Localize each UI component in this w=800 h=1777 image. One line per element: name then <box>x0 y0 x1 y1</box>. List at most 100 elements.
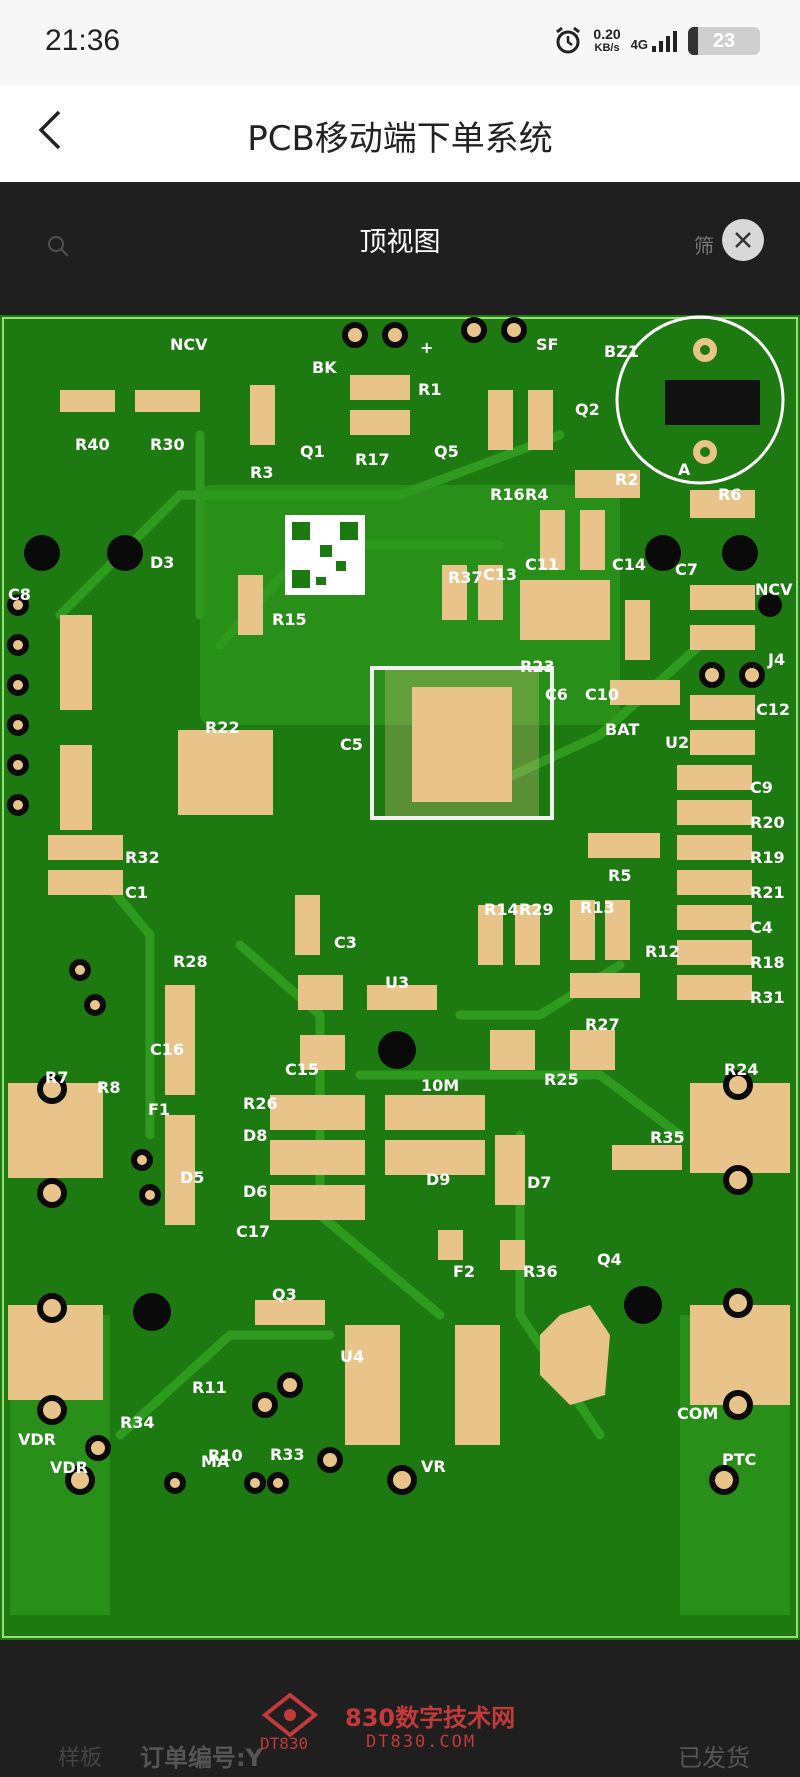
silkscreen-label: C10 <box>585 685 619 704</box>
silkscreen-label: C14 <box>612 555 646 574</box>
silkscreen-label: R17 <box>355 450 390 469</box>
signal-icon <box>652 31 677 52</box>
silkscreen-label: 10M <box>421 1076 459 1095</box>
silkscreen-label: U2 <box>665 733 689 752</box>
page-title: PCB移动端下单系统 <box>247 119 553 159</box>
silkscreen-label: R32 <box>125 848 160 867</box>
silkscreen-label: R22 <box>205 718 240 737</box>
silkscreen-label: R7 <box>45 1068 68 1087</box>
silkscreen-label: R20 <box>750 813 785 832</box>
watermark-main: 830数字技术网 <box>345 1704 516 1732</box>
silkscreen-label: R31 <box>750 988 785 1007</box>
search-icon <box>48 236 69 257</box>
silkscreen-label: R19 <box>750 848 785 867</box>
silkscreen-label: D8 <box>243 1126 267 1145</box>
silkscreen-label: VR <box>421 1457 446 1476</box>
pcb-pad-pairs <box>48 375 755 1325</box>
silkscreen-label: VDR <box>50 1458 88 1477</box>
network-type: 4G <box>630 37 648 52</box>
watermark-logo-icon <box>261 1692 319 1738</box>
pcb-qr-code <box>285 515 365 595</box>
silkscreen-label: R24 <box>724 1060 759 1079</box>
silkscreen-label: Q2 <box>575 400 600 419</box>
silkscreen-label: R35 <box>650 1128 685 1147</box>
silkscreen-label: BZ1 <box>604 342 639 361</box>
silkscreen-label: NCV <box>170 335 208 354</box>
silkscreen-label: COM <box>677 1404 718 1423</box>
silkscreen-label: C5 <box>340 735 363 754</box>
silkscreen-label: D5 <box>180 1168 204 1187</box>
silkscreen-label: R34 <box>120 1413 155 1432</box>
silkscreen-label: R37 <box>448 568 483 587</box>
silkscreen-label: C11 <box>525 555 559 574</box>
silkscreen-label: Q1 <box>300 442 325 461</box>
silkscreen-label: MA <box>201 1452 230 1471</box>
battery-indicator: 23 <box>688 27 760 55</box>
silkscreen-label: A <box>678 460 691 479</box>
silkscreen-label: R27 <box>585 1015 620 1034</box>
pcb-battery-pad <box>178 730 273 815</box>
silkscreen-label: R8 <box>97 1078 120 1097</box>
order-status: 已发货 <box>678 1744 750 1772</box>
speed-unit: KB/s <box>594 42 620 54</box>
pcb-fuse-pads <box>8 975 790 1445</box>
silkscreen-label: R40 <box>75 435 110 454</box>
silkscreen-label: C7 <box>675 560 698 579</box>
silkscreen-label: R3 <box>250 463 273 482</box>
silkscreen-label: R14 <box>484 900 519 919</box>
silkscreen-label: C16 <box>150 1040 184 1059</box>
silkscreen-label: R33 <box>270 1445 305 1464</box>
order-number-label: 订单编号:Y <box>140 1744 263 1772</box>
silkscreen-label: F1 <box>148 1100 170 1119</box>
status-icons: 0.20 KB/s 4G 23 <box>553 26 760 56</box>
silkscreen-label: R11 <box>192 1378 227 1397</box>
silkscreen-label: R16 <box>490 485 525 504</box>
sample-label: 样板 <box>58 1746 103 1771</box>
status-time: 21:36 <box>45 24 121 57</box>
silkscreen-label: C15 <box>285 1060 319 1079</box>
silkscreen-label: R18 <box>750 953 785 972</box>
watermark-sub: DT830.COM <box>366 1732 477 1752</box>
back-button[interactable] <box>30 105 70 155</box>
silkscreen-label: R36 <box>523 1262 558 1281</box>
close-button[interactable] <box>722 219 764 261</box>
silkscreen-label: R21 <box>750 883 785 902</box>
silkscreen-label: D6 <box>243 1182 267 1201</box>
silkscreen-label: NCV <box>755 580 793 599</box>
network-speed: 0.20 KB/s <box>593 27 620 55</box>
watermark: 830数字技术网 DT830.COM DT830 <box>250 1690 550 1760</box>
silkscreen-label: C6 <box>545 685 568 704</box>
silkscreen-label: R29 <box>519 900 554 919</box>
silkscreen-label: PTC <box>722 1450 756 1469</box>
silkscreen-label: SF <box>536 335 558 354</box>
silkscreen-label: F2 <box>453 1262 475 1281</box>
pcb-top-view-image[interactable]: NCVBK+SFBZ1R40R30R3Q1R1R17Q5R16R4Q2R2R6D… <box>0 315 800 1640</box>
chevron-left-icon <box>38 110 61 150</box>
silkscreen-label: VDR <box>18 1430 56 1449</box>
silkscreen-label: R5 <box>608 866 631 885</box>
silkscreen-label: C8 <box>8 585 31 604</box>
silkscreen-label: C13 <box>483 565 517 584</box>
filter-label: 筛 <box>694 234 714 258</box>
silkscreen-label: C3 <box>334 933 357 952</box>
silkscreen-label: U4 <box>340 1347 364 1366</box>
silkscreen-label: Q5 <box>434 442 459 461</box>
silkscreen-label: R13 <box>580 898 615 917</box>
silkscreen-label: R25 <box>544 1070 579 1089</box>
silkscreen-label: R30 <box>150 435 185 454</box>
silkscreen-label: Q4 <box>597 1250 622 1269</box>
order-footer: 样板 订单编号:Y 已发货 <box>0 1718 800 1777</box>
silkscreen-label: R2 <box>615 470 638 489</box>
silkscreen-label: D7 <box>527 1173 551 1192</box>
alarm-icon <box>556 26 581 54</box>
pcb-mounting-holes <box>24 535 782 1331</box>
silkscreen-label: R12 <box>645 942 680 961</box>
silkscreen-label: R4 <box>525 485 548 504</box>
silkscreen-label: D3 <box>150 553 174 572</box>
silkscreen-label: + <box>420 338 433 357</box>
silkscreen-label: R23 <box>520 657 555 676</box>
silkscreen-label: U3 <box>385 973 409 992</box>
silkscreen-label: R26 <box>243 1094 278 1113</box>
silkscreen-label: R1 <box>418 380 441 399</box>
